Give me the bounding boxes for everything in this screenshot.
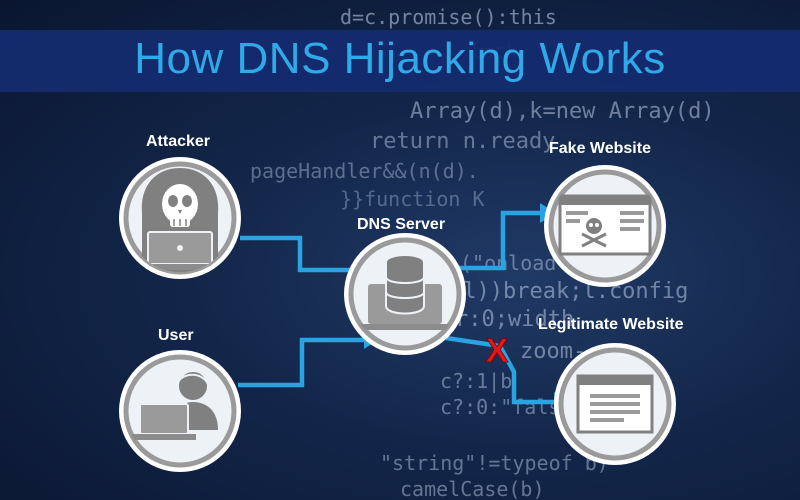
code-line: ("onload [460,251,556,275]
connectors [238,210,556,405]
connector-dns-to-legitimate [445,335,556,405]
code-line: return n.ready [370,129,555,154]
node-dns-server [344,233,466,355]
code-line: c?:0:"false [440,395,572,419]
code-line: camelCase(b) [400,477,545,500]
code-line: c?:1|b [440,369,512,393]
webpage-icon [576,374,654,434]
server-database-laptop-icon [360,254,452,330]
connector-user-to-dns [238,337,368,388]
code-line: pageHandler&&(n(d). [250,159,479,183]
node-fake-website [544,165,666,287]
label-fake-website: Fake Website [549,140,651,157]
skull-webpage-icon [558,194,652,256]
label-user: User [158,327,194,344]
node-attacker [119,157,241,279]
page-title: How DNS Hijacking Works [134,34,666,83]
label-dns-server: DNS Server [357,216,446,233]
code-line: }}function K [340,187,485,211]
node-legitimate-website [554,343,676,465]
code-line: "string"!=typeof b) [380,451,609,475]
code-line: d=c.promise():this [340,5,557,29]
label-attacker: Attacker [146,133,211,150]
code-line: r:0;width [455,307,574,332]
connector-dns-to-fake [458,210,542,271]
label-legitimate-website: Legitimate Website [538,316,684,333]
user-laptop-icon [132,370,218,440]
connector-attacker-to-dns [240,235,362,273]
code-line: (l))break;l.config [450,279,688,304]
blocked-x-marker: X [486,332,509,370]
title-banner [0,30,800,92]
code-line: Array(d),k=new Array(d) [410,99,715,124]
node-user [119,350,241,472]
hacker-skull-laptop-icon [140,168,220,272]
